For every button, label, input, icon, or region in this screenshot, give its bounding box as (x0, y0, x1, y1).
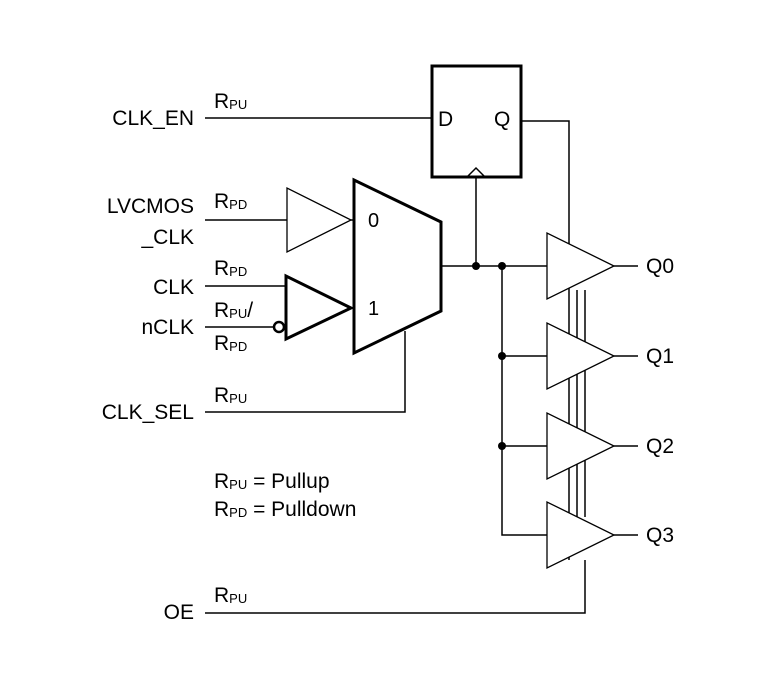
junction-dot (498, 442, 506, 450)
resistor-label-lvcmos: RPD (214, 190, 247, 213)
output-label-q1: Q1 (646, 345, 674, 368)
mux: 0 1 (352, 177, 443, 356)
input-label-nclk: nCLK (141, 316, 194, 339)
input-label-lvcmos: LVCMOS (107, 195, 194, 218)
inversion-bubble (272, 320, 286, 334)
input-label-lvcmos-clk: _CLK (140, 226, 194, 249)
q-to-enable-wire (521, 120, 570, 560)
junction-dot (498, 262, 506, 270)
flipflop-box (430, 64, 523, 179)
resistor-label-nclk-pd: RPD (214, 332, 247, 355)
input-label-clk-sel: CLK_SEL (102, 401, 194, 424)
output-buffer-q0 (546, 231, 616, 301)
output-buffer-q2 (546, 411, 616, 481)
resistor-label-clk-sel: RPU (214, 384, 247, 407)
oe-wire (205, 560, 586, 614)
input-label-clk: CLK (153, 276, 194, 299)
output-label-q2: Q2 (646, 435, 674, 458)
flipflop-d-label: D (438, 108, 453, 131)
clk-sel-wire (205, 331, 406, 413)
junctions (472, 262, 506, 450)
input-label-oe: OE (164, 601, 194, 624)
resistor-label-oe: RPU (214, 584, 247, 607)
resistor-label-nclk-pu: RPU/ (214, 299, 253, 322)
input-label-clk-en: CLK_EN (112, 107, 194, 130)
mux-input-1-label: 1 (368, 298, 379, 320)
mux-input-0-label: 0 (368, 210, 379, 232)
output-label-q3: Q3 (646, 524, 674, 547)
clock-triangle (466, 166, 486, 178)
resistor-label-clk-en: RPU (214, 90, 247, 113)
flipflop-q-label: Q (494, 108, 510, 131)
legend-pullup: RPU = Pullup (214, 470, 330, 493)
output-label-q0: Q0 (646, 255, 674, 278)
legend-pulldown: RPD = Pulldown (214, 498, 356, 521)
output-buffer-q1 (546, 321, 616, 391)
junction-dot (472, 262, 480, 270)
junction-dot (498, 352, 506, 360)
mux-body (352, 177, 443, 356)
bus-wire (501, 266, 547, 536)
lvcmos-buffer (286, 186, 353, 254)
legend: RPU = Pullup RPD = Pulldown (214, 470, 356, 521)
resistor-label-clk: RPD (214, 257, 247, 280)
d-flipflop: D Q (430, 64, 523, 179)
differential-buffer (284, 273, 355, 342)
output-buffer-q3 (546, 500, 616, 570)
wires (205, 117, 638, 614)
output-buffers (546, 231, 616, 570)
